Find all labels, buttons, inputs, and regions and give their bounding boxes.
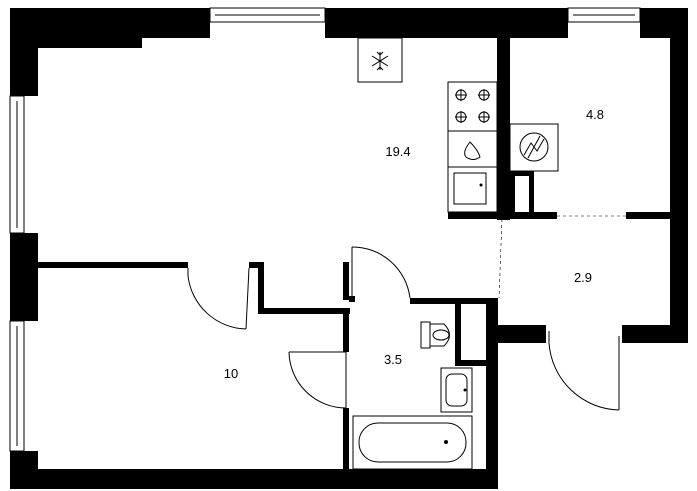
area-label-loggia: 4.8 [586,107,604,122]
area-label-hallway: 2.9 [574,270,592,285]
bedroom-top-wall [38,262,188,268]
top-wall-inner-ledge [38,38,142,48]
closet-bottom-wall [258,308,350,314]
loggia-bottom-wall-left [448,212,557,219]
bottom-wall [10,469,498,489]
loggia-left-wall [497,38,510,220]
snowflake-icon [371,51,389,71]
washer-niche-right [529,171,534,212]
closet-left-wall [258,262,264,314]
area-labels: 19.4 4.8 2.9 10 3.5 [224,107,604,381]
toilet-partition [455,304,461,366]
bath-left-wall-upper [343,262,349,300]
left-wall-middle [10,233,38,321]
area-label-living-kitchen: 19.4 [385,144,410,159]
zone-boundaries [498,215,626,299]
kitchen-sink [447,130,498,168]
bedroom-door[interactable] [187,267,250,330]
interior-walls [38,38,670,469]
washing-machine [509,123,559,172]
washer-niche-left [510,171,515,212]
bath-right-wall [486,298,498,489]
toilet [420,321,450,349]
right-wall-loggia [670,8,688,220]
bedroom-door-jamb [249,262,263,268]
bath-left-wall-lower [343,408,349,469]
right-wall-hall [670,220,688,343]
area-label-bathroom: 3.5 [384,352,402,367]
hall-bottom-right-wall [622,325,688,343]
washbasin [440,367,473,413]
top-wall-left [10,8,210,38]
bathtub [352,415,473,470]
exterior-walls [10,8,688,489]
bath-left-wall-stub [349,296,355,302]
dishwasher [447,166,498,213]
windows [9,7,641,452]
bath-top-wall [410,298,498,304]
bathroom-door-top[interactable] [351,246,411,299]
bathroom-door-left[interactable] [288,351,347,409]
area-label-bedroom: 10 [224,366,238,381]
left-wall-top [10,8,38,96]
washer-niche-top [510,171,534,176]
doors[interactable] [187,246,620,411]
entrance-door[interactable] [548,331,620,411]
bath-left-wall-middle [343,308,349,352]
hall-bottom-left-wall [493,325,546,343]
fridge [357,37,403,83]
toilet-partition-foot [455,360,486,366]
cooktop [447,81,498,132]
loggia-bottom-wall-right [626,212,670,219]
top-wall-middle [325,8,568,38]
